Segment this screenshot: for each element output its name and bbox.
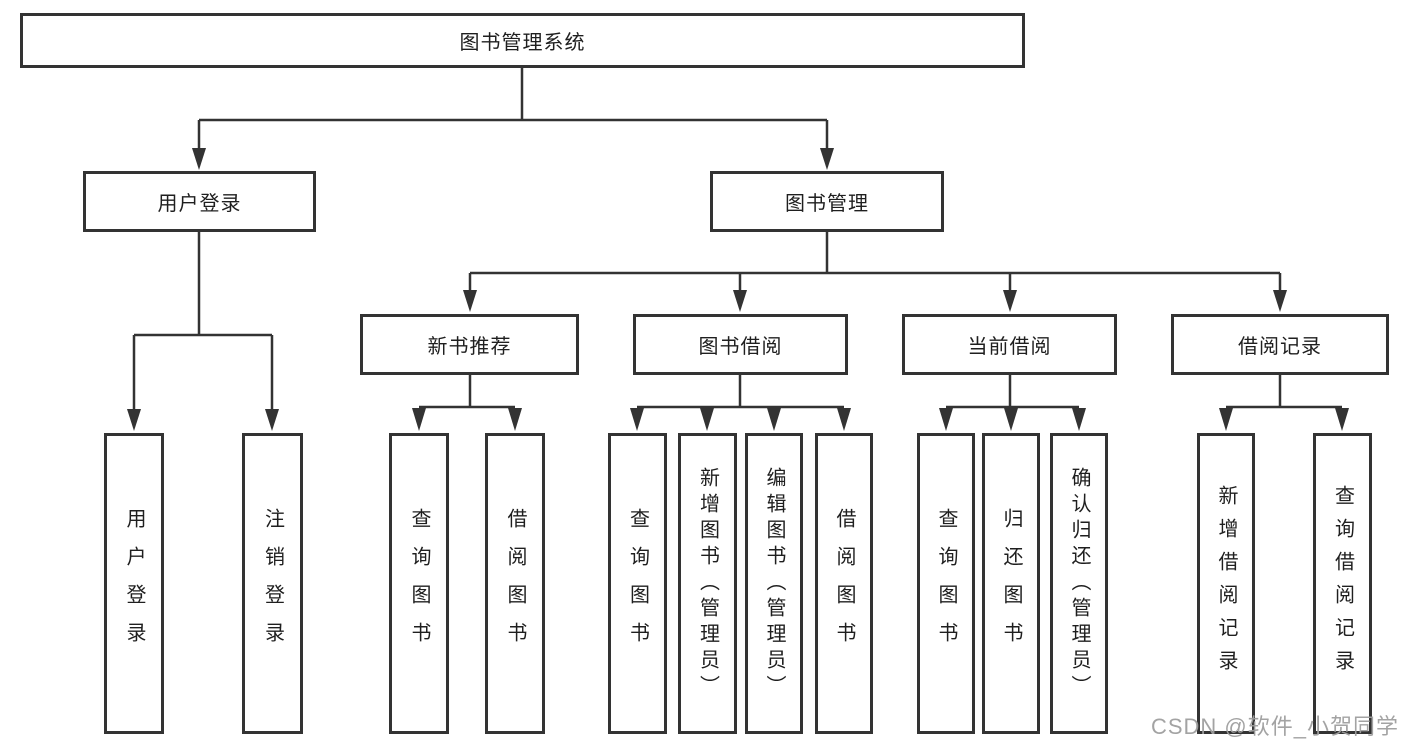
leaf-return-books: 归还图书 [982,433,1040,734]
node-root-system: 图书管理系统 [20,13,1025,68]
leaf-borrow-books: 借阅图书 [815,433,873,734]
leaf-logout: 注销登录 [242,433,303,734]
node-current-borrow: 当前借阅 [902,314,1117,375]
leaf-query-books-recommend: 查询图书 [389,433,449,734]
node-book-borrow: 图书借阅 [633,314,848,375]
leaf-query-books-borrow: 查询图书 [608,433,667,734]
node-label: 图书管理 [785,193,869,215]
leaf-user-login: 用户登录 [104,433,164,734]
csdn-watermark: CSDN @软件_小贺同学 [1150,714,1399,739]
leaf-label: 编辑图书（管理员） [763,466,785,701]
node-label: 图书管理系统 [459,32,586,54]
leaf-label: 新增图书（管理员） [696,466,719,701]
node-user-login-module: 用户登录 [83,171,316,232]
node-label: 图书借阅 [698,336,783,358]
leaf-label: 新增借阅记录 [1215,484,1237,683]
node-label: 用户登录 [157,193,242,215]
leaf-label: 查询图书 [626,507,649,660]
leaf-label: 查询图书 [408,507,430,660]
leaf-add-books-admin: 新增图书（管理员） [678,433,737,734]
leaf-label: 注销登录 [261,507,284,660]
leaf-label: 查询借阅记录 [1331,484,1354,683]
leaf-borrow-books-recommend: 借阅图书 [485,433,545,734]
leaf-add-borrow-record: 新增借阅记录 [1197,433,1255,734]
leaf-label: 用户登录 [123,507,145,660]
node-borrow-records: 借阅记录 [1171,314,1389,375]
leaf-label: 查询图书 [935,507,957,660]
leaf-query-books-current: 查询图书 [917,433,975,734]
leaf-label: 借阅图书 [833,507,855,660]
node-label: 借阅记录 [1238,336,1322,358]
node-label: 新书推荐 [427,336,512,358]
node-new-book-recommend: 新书推荐 [360,314,579,375]
leaf-label: 借阅图书 [504,507,526,660]
leaf-edit-books-admin: 编辑图书（管理员） [745,433,803,734]
node-book-management-module: 图书管理 [710,171,944,232]
leaf-confirm-return-admin: 确认归还（管理员） [1050,433,1108,734]
leaf-label: 确认归还（管理员） [1068,466,1090,701]
leaf-query-borrow-record: 查询借阅记录 [1313,433,1372,734]
leaf-label: 归还图书 [1000,507,1022,660]
node-label: 当前借阅 [967,336,1052,358]
